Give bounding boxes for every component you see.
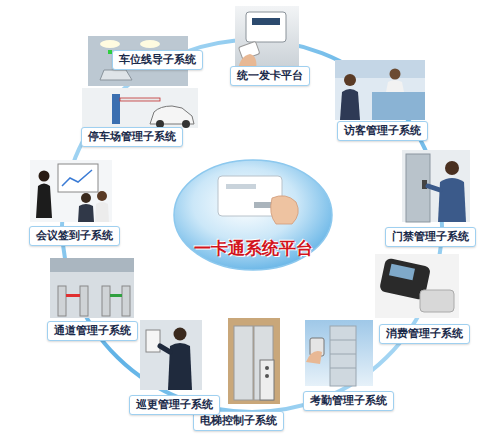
pos-terminal-photo [375, 254, 459, 318]
subsystem-name: 门禁管理子系统 [392, 230, 469, 244]
subsystem-label: 巡更管理子系统 [129, 395, 220, 415]
subsystem-label: 停车场管理子系统 [81, 127, 183, 147]
card-in-hand [218, 176, 298, 224]
subsystem-label: 访客管理子系统 [337, 121, 428, 141]
subsystem-label: 会议签到子系统 [29, 226, 120, 246]
attendance-photo [305, 320, 373, 386]
subsystem-label: 门禁管理子系统 [385, 227, 476, 247]
subsystem-name: 巡更管理子系统 [136, 398, 213, 412]
elevator-photo [228, 318, 280, 404]
meeting-photo [30, 160, 112, 222]
subsystem-name: 停车场管理子系统 [88, 130, 176, 144]
subsystem-name: 考勤管理子系统 [310, 394, 387, 408]
patrol-photo [140, 320, 202, 390]
door-access-photo [402, 150, 470, 222]
subsystem-label: 通道管理子系统 [47, 321, 138, 341]
subsystem-name: 统一发卡平台 [237, 69, 303, 83]
subsystem-label: 车位线导子系统 [112, 50, 203, 70]
subsystem-name: 消费管理子系统 [386, 327, 463, 341]
parking-photo [82, 88, 198, 128]
visitor-photo [335, 60, 425, 120]
subsystem-name: 会议签到子系统 [36, 229, 113, 243]
platform-title: 一卡通系统平台 [194, 238, 313, 258]
subsystem-name: 车位线导子系统 [119, 53, 196, 67]
subsystem-name: 电梯控制子系统 [200, 414, 277, 428]
platform-ellipse: 一卡通系统平台 [172, 158, 334, 272]
subsystem-label: 考勤管理子系统 [303, 391, 394, 411]
card-reader-photo [235, 6, 299, 70]
hub-ellipse [174, 160, 332, 270]
subsystem-name: 访客管理子系统 [344, 124, 421, 138]
subsystem-label: 统一发卡平台 [230, 66, 310, 86]
subsystem-label: 消费管理子系统 [379, 324, 470, 344]
turnstile-photo [50, 258, 134, 318]
subsystem-name: 通道管理子系统 [54, 324, 131, 338]
